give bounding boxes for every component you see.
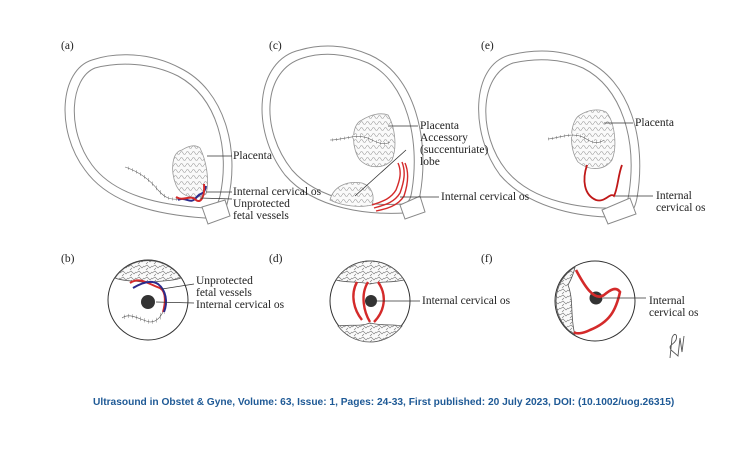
placenta-top (335, 260, 405, 285)
annotation-placenta: Placenta (233, 150, 272, 162)
leader-line (354, 149, 407, 197)
fetal-vessel-artery (129, 279, 166, 313)
leader-line (161, 283, 195, 290)
annotation-unprotected-fetal-vessels: Unprotected fetal vessels (196, 275, 253, 299)
panel-a-uterus (64, 54, 233, 225)
fetal-vessel (373, 281, 385, 323)
annotation-accessory-lobe: Accessory (succenturiate) lobe (420, 132, 489, 168)
fetal-vessel-vein (132, 280, 167, 313)
panel-c-uterus (261, 45, 439, 220)
figure-caption-citation: Ultrasound in Obstet & Gyne, Volume: 63,… (93, 397, 675, 408)
placenta-edge (114, 260, 182, 284)
cervix (201, 199, 231, 225)
annotation-placenta: Placenta (420, 120, 459, 132)
annotation-internal-cervical-os: Internal cervical os (422, 295, 511, 307)
leader-line (199, 197, 233, 200)
placenta-bottom (337, 322, 403, 343)
panel-label-e: (e) (481, 40, 494, 52)
cervix (601, 197, 637, 225)
artist-signature-icon (669, 333, 685, 359)
annotation-unprotected-fetal-vessels: Unprotected fetal vessels (233, 198, 290, 222)
uterus-outer-wall (64, 54, 233, 220)
placenta-side (555, 266, 576, 336)
internal-os (141, 295, 155, 309)
annotation-internal-cervical-os: Internal cervical os (233, 186, 322, 198)
annotation-internal-cervical-os: Internal cervical os (196, 299, 285, 311)
panel-label-a: (a) (61, 40, 74, 52)
panel-label-b: (b) (61, 253, 75, 265)
internal-os (365, 295, 377, 307)
fetal-vessel (371, 162, 401, 206)
fetal-vessel (362, 281, 372, 323)
panel-label-f: (f) (481, 253, 493, 265)
fetal-vessel (375, 162, 409, 212)
panel-f-os-view (554, 260, 646, 342)
leader-line (155, 301, 195, 304)
panel-e-uterus (478, 50, 653, 225)
panel-label-c: (c) (269, 40, 282, 52)
annotation-placenta: Placenta (635, 117, 674, 129)
accessory-lobe (329, 181, 374, 207)
fetal-vessel (352, 281, 363, 321)
fetal-vessel (573, 269, 622, 335)
placenta (172, 145, 208, 198)
fetal-vessel (373, 161, 405, 209)
placenta (571, 109, 616, 169)
fetal-vessel-artery (175, 183, 206, 202)
panel-label-d: (d) (269, 253, 283, 265)
panel-d-os-view (329, 260, 420, 343)
panel-b-os-view (107, 259, 195, 341)
annotation-internal-cervical-os: Internal cervical os (441, 191, 530, 203)
fetal-vessel (583, 164, 623, 202)
annotation-internal-cervical-os: Internal cervical os (656, 190, 706, 214)
cervix (399, 195, 426, 220)
annotation-internal-cervical-os: Internal cervical os (649, 295, 699, 319)
